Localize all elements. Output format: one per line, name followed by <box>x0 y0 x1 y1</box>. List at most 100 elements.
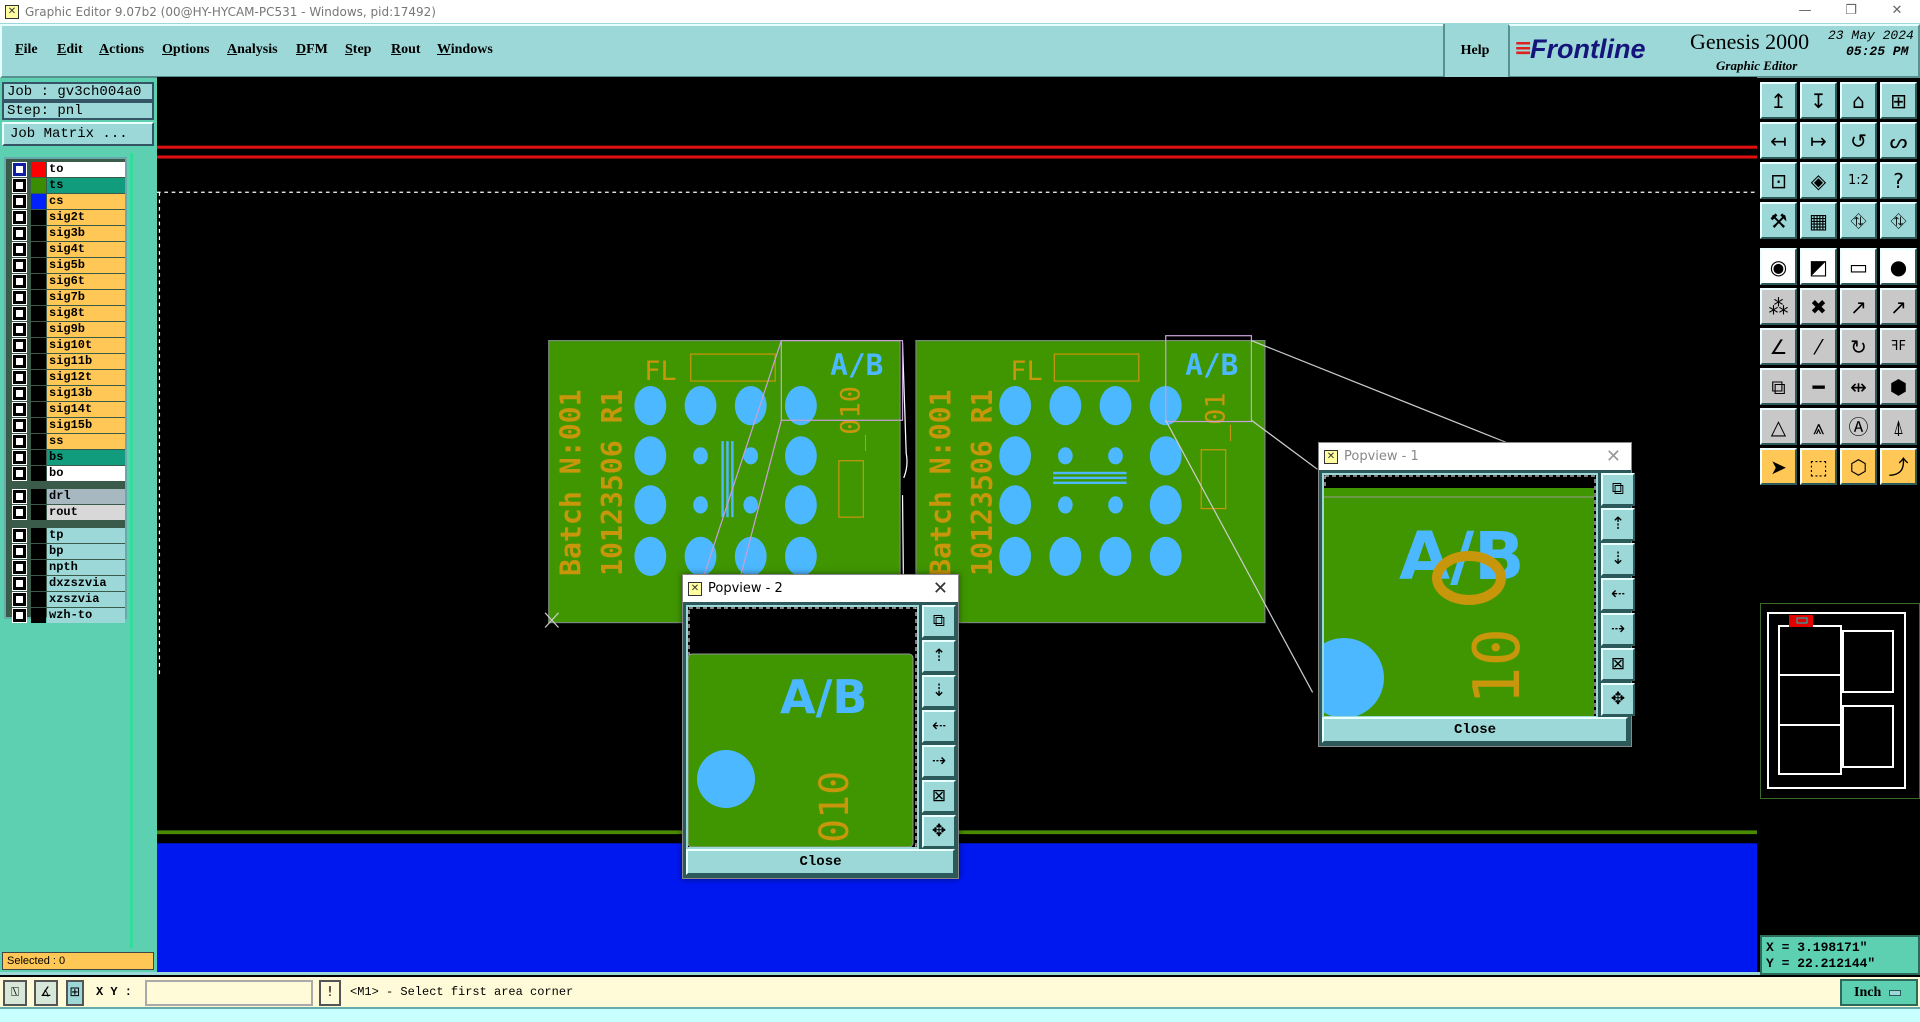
close-window-button[interactable]: ✕ <box>1891 3 1903 18</box>
layer-checkbox[interactable] <box>12 258 27 273</box>
layer-row-bo[interactable]: bo <box>9 466 126 481</box>
layer-name[interactable]: sig14t <box>47 402 125 417</box>
layer-row-sig4t[interactable]: sig4t <box>9 242 126 257</box>
menu-help[interactable]: Help <box>1443 24 1505 78</box>
layer-row-sig15b[interactable]: sig15b <box>9 418 126 433</box>
resize-icon[interactable]: ⧉ <box>1760 368 1797 405</box>
layer-checkbox[interactable] <box>12 466 27 481</box>
move-icon[interactable]: ↗ <box>1840 288 1877 325</box>
layer-checkbox[interactable] <box>12 306 27 321</box>
tools-icon[interactable]: ⚒ <box>1760 202 1797 239</box>
layer-checkbox[interactable] <box>12 210 27 225</box>
popview-1-view[interactable]: A/B 10 <box>1322 473 1598 718</box>
layer-name[interactable]: bp <box>47 544 125 559</box>
restore-button[interactable]: ❐ <box>1845 3 1857 18</box>
zoom-popup-icon[interactable]: ⧉ <box>922 605 956 638</box>
layer-row-bp[interactable]: bp <box>9 544 126 559</box>
layer-row-sig3b[interactable]: sig3b <box>9 226 126 241</box>
menu-windows[interactable]: Windows <box>437 42 493 57</box>
ruler-icon[interactable]: ▭ <box>1840 248 1877 285</box>
layer-row-sig9b[interactable]: sig9b <box>9 322 126 337</box>
pan-left-icon[interactable]: ⇠ <box>1601 578 1635 611</box>
layer-name[interactable]: xzszvia <box>47 592 125 607</box>
layer-name[interactable]: rout <box>47 505 125 520</box>
copy-layer-icon[interactable]: ◩ <box>1800 248 1837 285</box>
layer-row-dxzszvia[interactable]: dxzszvia <box>9 576 126 591</box>
measure-icon[interactable]: ⇹ <box>1840 368 1877 405</box>
layer-checkbox[interactable] <box>12 544 27 559</box>
layer-name[interactable]: sig15b <box>47 418 125 433</box>
layer-name[interactable]: sig13b <box>47 386 125 401</box>
snap-mode-icon[interactable]: ⍂ <box>3 980 27 1006</box>
layer-name[interactable]: to <box>47 162 125 177</box>
scale-1-2-icon[interactable]: 1:2 <box>1840 162 1877 199</box>
netlist-icon[interactable]: ⛗ <box>1840 202 1877 239</box>
layer-name[interactable]: sig2t <box>47 210 125 225</box>
layer-name[interactable]: sig12t <box>47 370 125 385</box>
menu-edit[interactable]: Edit <box>57 42 83 57</box>
arc-icon[interactable]: △ <box>1760 408 1797 445</box>
alert-icon[interactable]: ! <box>319 980 341 1006</box>
pan-right-icon[interactable]: ↦ <box>1800 122 1837 159</box>
layer-name[interactable]: drl <box>47 489 125 504</box>
layer-row-wzh-to[interactable]: wzh-to <box>9 608 126 623</box>
rotate-icon[interactable]: ↻ <box>1840 328 1877 365</box>
delete-icon[interactable]: ✖ <box>1800 288 1837 325</box>
netlist-alt-icon[interactable]: ⛗ <box>1880 202 1917 239</box>
layer-checkbox[interactable] <box>12 450 27 465</box>
layer-row-sig2t[interactable]: sig2t <box>9 210 126 225</box>
zoom-out-icon[interactable]: ✥ <box>1601 683 1635 716</box>
layer-checkbox[interactable] <box>12 322 27 337</box>
layer-name[interactable]: sig4t <box>47 242 125 257</box>
layer-name[interactable]: tp <box>47 528 125 543</box>
zoom-window-icon[interactable]: ⊞ <box>1880 82 1917 119</box>
layer-name[interactable]: dxzszvia <box>47 576 125 591</box>
layer-row-sig10t[interactable]: sig10t <box>9 338 126 353</box>
layer-checkbox[interactable] <box>12 505 27 520</box>
select-box-icon[interactable]: ⬚ <box>1800 448 1837 485</box>
pan-down-icon[interactable]: ↧ <box>1800 82 1837 119</box>
fillet-icon[interactable]: Ⓐ <box>1840 408 1877 445</box>
layer-row-npth[interactable]: npth <box>9 560 126 575</box>
layer-name[interactable]: sig6t <box>47 274 125 289</box>
minimize-button[interactable]: — <box>1798 3 1812 18</box>
layer-checkbox[interactable] <box>12 592 27 607</box>
layer-row-sig13b[interactable]: sig13b <box>9 386 126 401</box>
popview-1-close-x[interactable]: ✕ <box>1605 446 1621 467</box>
layer-row-to[interactable]: to <box>9 162 126 177</box>
pad-icon[interactable]: ● <box>1880 248 1917 285</box>
layer-row-sig11b[interactable]: sig11b <box>9 354 126 369</box>
layer-row-drl[interactable]: drl <box>9 489 126 504</box>
move-alt-icon[interactable]: ↗ <box>1880 288 1917 325</box>
layer-row-ts[interactable]: ts <box>9 178 126 193</box>
layer-checkbox[interactable] <box>12 370 27 385</box>
layer-row-ss[interactable]: ss <box>9 434 126 449</box>
layer-name[interactable]: sig11b <box>47 354 125 369</box>
layer-row-sig14t[interactable]: sig14t <box>9 402 126 417</box>
popview-2-view[interactable]: A/B 010 <box>686 605 919 849</box>
pan-left-icon[interactable]: ⇠ <box>922 710 956 743</box>
grid-mode-icon[interactable]: ⊞ <box>66 980 84 1006</box>
layer-name[interactable]: cs <box>47 194 125 209</box>
layer-name[interactable]: wzh-to <box>47 608 125 623</box>
route-icon[interactable]: ᔕ <box>1880 122 1917 159</box>
layer-checkbox[interactable] <box>12 162 27 177</box>
layer-row-bs[interactable]: bs <box>9 450 126 465</box>
units-selector[interactable]: Inch <box>1840 979 1918 1006</box>
pan-right-icon[interactable]: ⇢ <box>1601 613 1635 646</box>
help-icon[interactable]: ? <box>1880 162 1917 199</box>
menu-file[interactable]: File <box>15 42 38 57</box>
layer-checkbox[interactable] <box>12 338 27 353</box>
pan-up-icon[interactable]: ⇡ <box>922 640 956 673</box>
popview-1-titlebar[interactable]: ✕ Popview - 1 ✕ <box>1319 443 1631 470</box>
pan-left-icon[interactable]: ↤ <box>1760 122 1797 159</box>
home-icon[interactable]: ⌂ <box>1840 82 1877 119</box>
layer-row-sig8t[interactable]: sig8t <box>9 306 126 321</box>
xy-input[interactable] <box>145 980 313 1006</box>
undo-zoom-icon[interactable]: ↺ <box>1840 122 1877 159</box>
line-icon[interactable]: ⁄ <box>1800 328 1837 365</box>
layer-checkbox[interactable] <box>12 194 27 209</box>
layer-name[interactable]: sig10t <box>47 338 125 353</box>
layer-name[interactable]: sig3b <box>47 226 125 241</box>
zoom-out-icon[interactable]: ✥ <box>922 815 956 848</box>
